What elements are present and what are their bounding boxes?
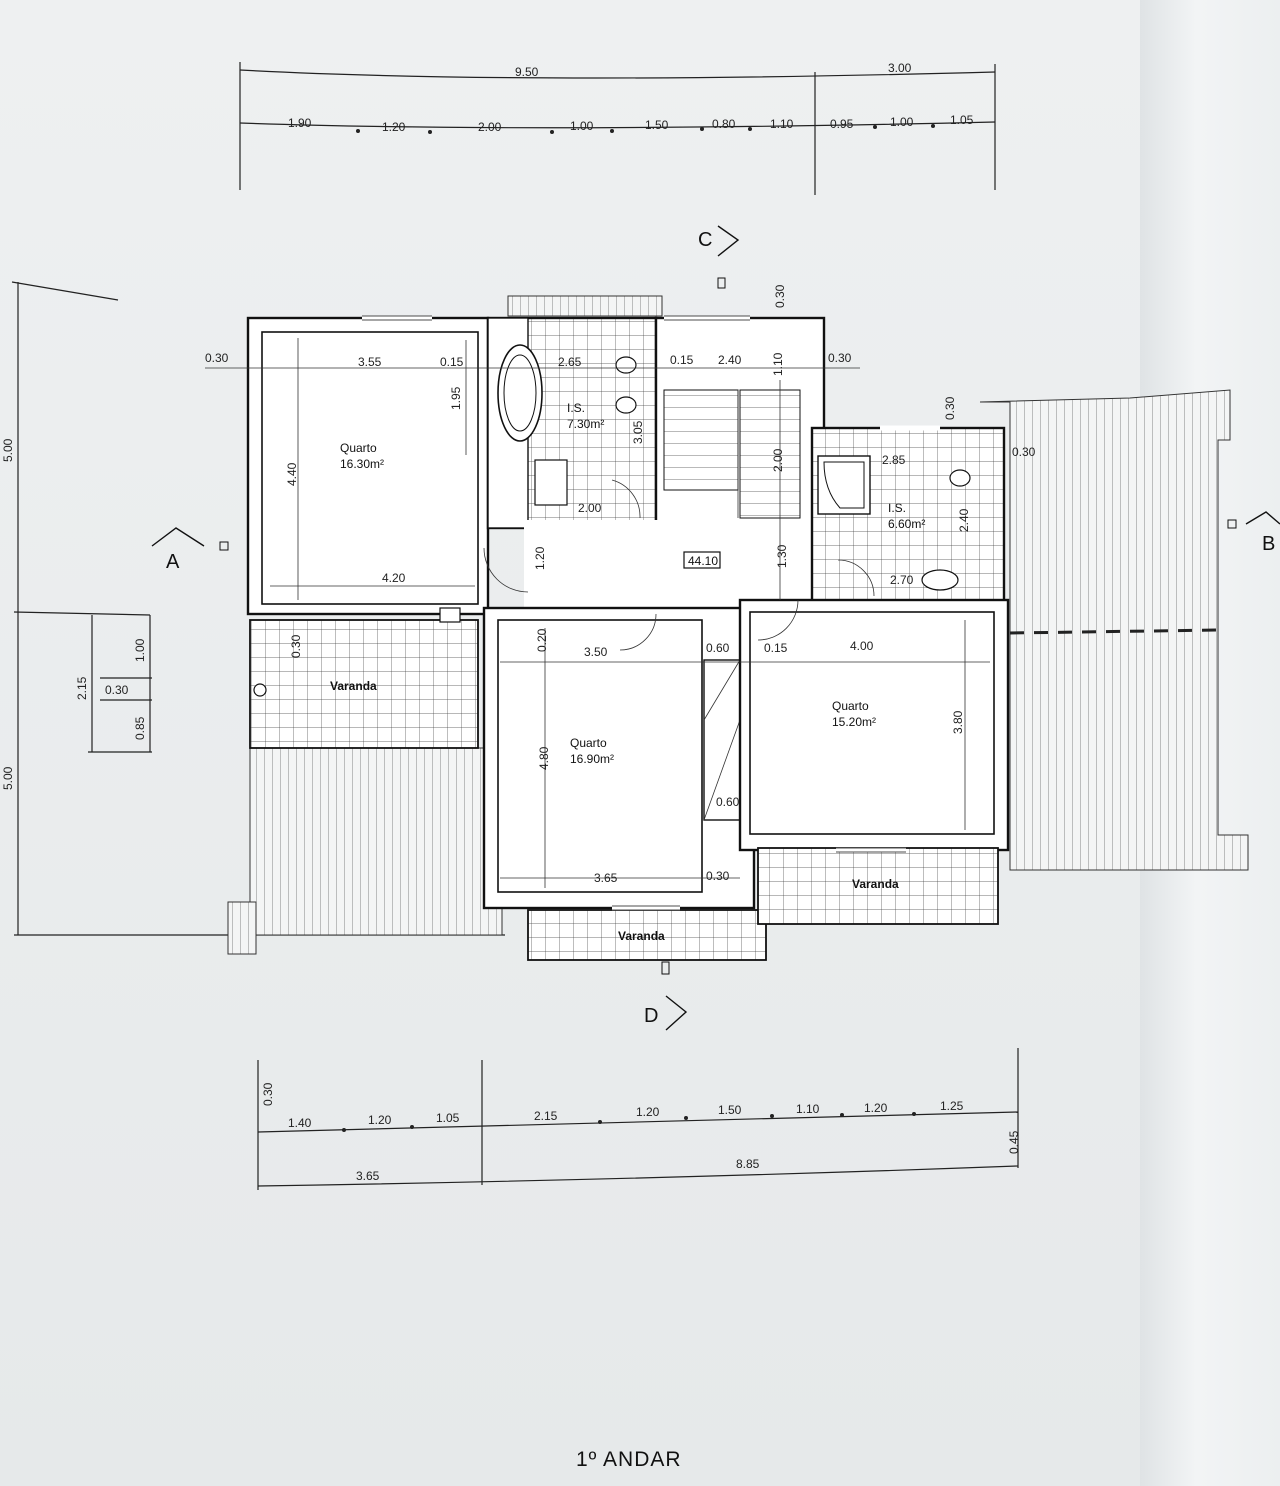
quarto3-area: 15.20m²	[832, 715, 876, 729]
dim-380: 3.80	[951, 710, 965, 734]
dim-365: 3.65	[594, 871, 618, 885]
right-deck	[979, 389, 1249, 871]
bottom-overall-1: 3.65	[356, 1169, 380, 1183]
left-inner-1: 1.00	[133, 638, 147, 662]
varanda-bottom: Varanda	[618, 929, 665, 943]
left-inner-2: 0.30	[105, 683, 129, 697]
dim-120: 1.20	[533, 546, 547, 570]
dim-440: 4.40	[285, 462, 299, 486]
dim-030-top: 0.30	[773, 284, 787, 308]
bottom-overall-2: 8.85	[736, 1157, 760, 1171]
bottom-seg-8: 1.20	[864, 1101, 888, 1115]
dim-020: 0.20	[535, 628, 549, 652]
left-deck	[249, 747, 503, 936]
bottom-seg-7: 1.10	[796, 1102, 820, 1116]
bottom-seg-3: 1.05	[436, 1111, 460, 1125]
is2-area: 6.60m²	[888, 517, 925, 531]
bottom-seg-2: 1.20	[368, 1113, 392, 1127]
dim-060a: 0.60	[706, 641, 730, 655]
inner-dim-lines	[205, 338, 990, 888]
bottom-dimension-chains: 0.30 0.45 1.40 1.20 1.05 2.15 1.20 1.50 …	[257, 1048, 1021, 1190]
left-inner: 2.15	[75, 676, 89, 700]
section-markers: A B C D	[151, 225, 1280, 1031]
dim-355: 3.55	[358, 355, 382, 369]
dim-110: 1.10	[771, 352, 785, 376]
bottom-seg-9: 1.25	[940, 1099, 964, 1113]
left-outer-top: 5.00	[1, 438, 15, 462]
dim-015a: 0.15	[440, 355, 464, 369]
varanda-left: Varanda	[330, 679, 377, 693]
top-seg-7: 1.10	[770, 117, 794, 131]
room-labels: Quarto 16.30m² I.S. 7.30m² I.S. 6.60m² 4…	[330, 401, 925, 943]
top-terrace	[507, 295, 663, 317]
top-seg-6: 0.80	[712, 117, 736, 131]
dim-420: 4.20	[382, 571, 406, 585]
top-seg-1: 1.90	[288, 116, 312, 130]
top-seg-9: 1.00	[890, 115, 914, 129]
dim-270: 2.70	[890, 573, 914, 587]
quarto1-name: Quarto	[340, 441, 377, 455]
dim-285: 2.85	[882, 453, 906, 467]
dim-350: 3.50	[584, 645, 608, 659]
dim-200b: 2.00	[771, 448, 785, 472]
floor-title: 1º ANDAR	[576, 1448, 682, 1471]
dim-030-right3: 0.30	[1012, 445, 1036, 459]
is1-name: I.S.	[567, 401, 585, 415]
quarto2-name: Quarto	[570, 736, 607, 750]
inner-dim-texts: 0.30 3.55 0.15 1.95 4.40 4.20 2.65 3.05 …	[205, 284, 1036, 885]
dim-015b: 0.15	[670, 353, 694, 367]
bottom-seg-4: 2.15	[534, 1109, 558, 1123]
dim-130: 1.30	[775, 544, 789, 568]
top-dimension-chains: 9.50 3.00 1.90 1.20 2.00 1.00 1.50 0.80 …	[239, 61, 996, 195]
dim-030-var: 0.30	[289, 634, 303, 658]
dim-400: 4.00	[850, 639, 874, 653]
section-c: C	[698, 229, 712, 251]
top-seg-5: 1.50	[645, 118, 669, 132]
top-overall-2: 3.00	[888, 61, 912, 75]
top-seg-4: 1.00	[570, 119, 594, 133]
hall-area: 44.10	[688, 554, 718, 568]
top-seg-8: 0.95	[830, 117, 854, 131]
dim-265: 2.65	[558, 355, 582, 369]
section-d: D	[644, 1005, 658, 1027]
dim-200a: 2.00	[578, 501, 602, 515]
dim-030-right2: 0.30	[943, 396, 957, 420]
dim-030-left: 0.30	[205, 351, 229, 365]
top-seg-3: 2.00	[478, 120, 502, 134]
quarto1-area: 16.30m²	[340, 457, 384, 471]
dim-240b: 2.40	[957, 508, 971, 532]
quarto3-name: Quarto	[832, 699, 869, 713]
is1-area: 7.30m²	[567, 417, 604, 431]
dim-480: 4.80	[537, 746, 551, 770]
left-outer-bottom: 5.00	[1, 766, 15, 790]
dim-240a: 2.40	[718, 353, 742, 367]
section-a: A	[166, 551, 180, 573]
bottom-seg-1: 1.40	[288, 1116, 312, 1130]
bottom-left-vertical: 0.30	[261, 1082, 275, 1106]
dim-195: 1.95	[449, 386, 463, 410]
dim-030-right1: 0.30	[828, 351, 852, 365]
dim-305: 3.05	[631, 420, 645, 444]
left-deck-step	[227, 901, 257, 955]
dim-060b: 0.60	[716, 795, 740, 809]
quarto2-area: 16.90m²	[570, 752, 614, 766]
dim-030-bot: 0.30	[706, 869, 730, 883]
dim-015c: 0.15	[764, 641, 788, 655]
top-overall-1: 9.50	[515, 65, 539, 79]
is2-name: I.S.	[888, 501, 906, 515]
bottom-seg-6: 1.50	[718, 1103, 742, 1117]
bottom-seg-5: 1.20	[636, 1105, 660, 1119]
top-seg-2: 1.20	[382, 120, 406, 134]
bottom-right-vertical: 0.45	[1007, 1130, 1021, 1154]
varanda-right: Varanda	[852, 877, 899, 891]
section-b: B	[1262, 533, 1275, 555]
top-seg-10: 1.05	[950, 113, 974, 127]
left-inner-3: 0.85	[133, 716, 147, 740]
